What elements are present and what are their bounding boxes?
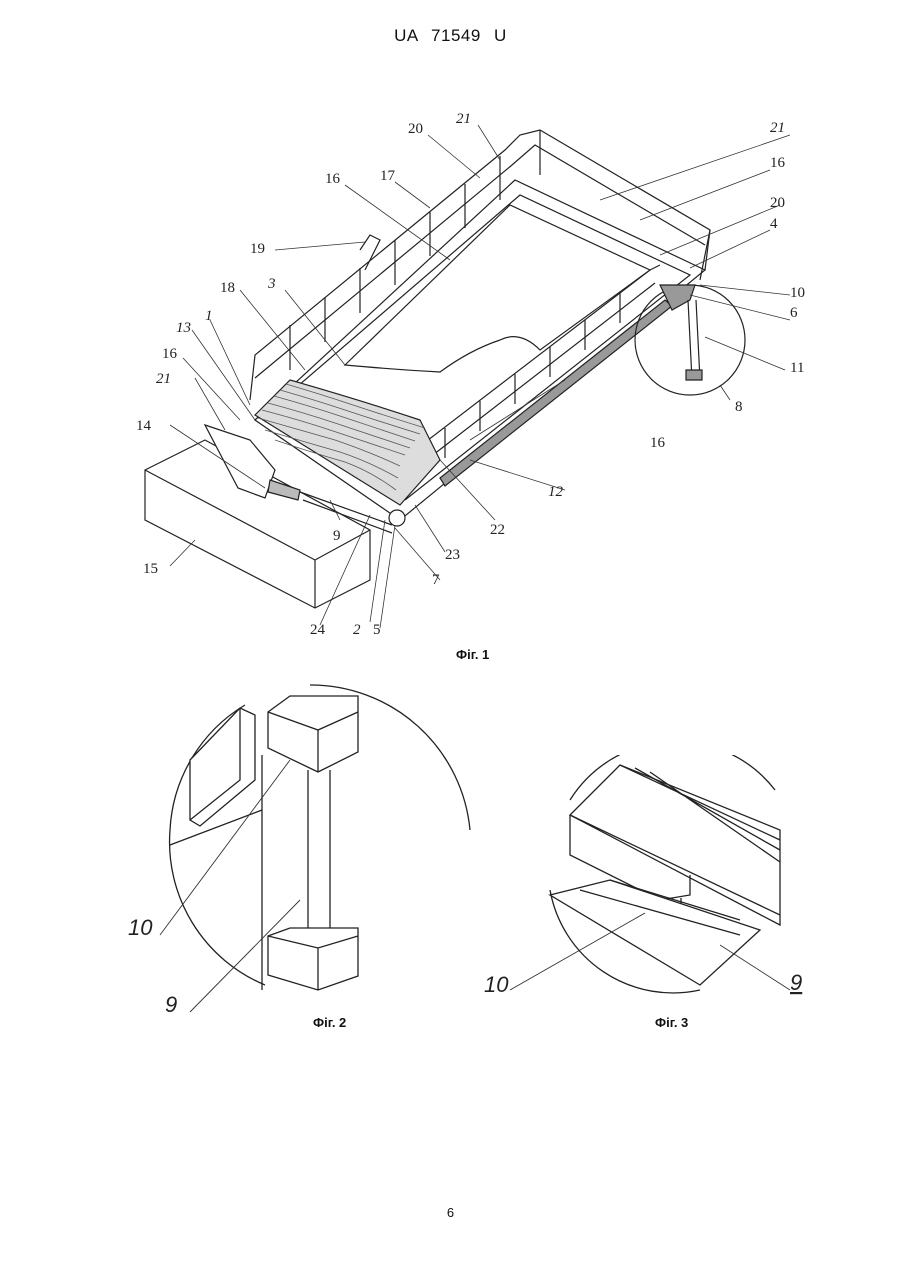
label-21-top: 21 (456, 111, 471, 127)
label-7: 7 (432, 572, 440, 588)
label-3: 3 (267, 276, 276, 292)
label-6: 6 (790, 305, 798, 321)
label-2: 2 (353, 622, 361, 638)
label-16-top: 16 (325, 171, 341, 187)
label-8: 8 (735, 399, 743, 415)
label-16-left: 16 (162, 346, 178, 362)
figure-3-caption: Фіг. 3 (655, 1015, 688, 1030)
label-12: 12 (548, 484, 564, 500)
label-4: 4 (770, 216, 778, 232)
label-10: 10 (790, 285, 805, 301)
label-9: 9 (333, 528, 341, 544)
label-20-right: 20 (770, 195, 785, 211)
label-5: 5 (373, 622, 381, 638)
label-15: 15 (143, 561, 158, 577)
label-11: 11 (790, 360, 804, 376)
page-number: 6 (0, 1205, 901, 1220)
fig3-label-10: 10 (484, 972, 509, 997)
figure-1-drawing: 21 20 21 16 17 16 20 4 19 10 6 18 3 11 1… (0, 0, 901, 640)
figure-3-drawing: 10 9 (0, 755, 901, 1035)
label-23: 23 (445, 547, 460, 563)
label-21-right: 21 (770, 120, 785, 136)
fig3-label-9: 9 (790, 970, 802, 995)
label-14: 14 (136, 418, 152, 434)
label-13: 13 (176, 320, 191, 336)
label-1: 1 (205, 308, 213, 324)
label-19: 19 (250, 241, 265, 257)
label-22: 22 (490, 522, 505, 538)
label-16-right: 16 (770, 155, 786, 171)
label-24: 24 (310, 622, 326, 638)
figure-1-caption: Фіг. 1 (456, 647, 489, 662)
label-16-bottom: 16 (650, 435, 666, 451)
label-17: 17 (380, 168, 396, 184)
label-18: 18 (220, 280, 235, 296)
label-21-left: 21 (156, 371, 171, 387)
label-20-top: 20 (408, 121, 423, 137)
